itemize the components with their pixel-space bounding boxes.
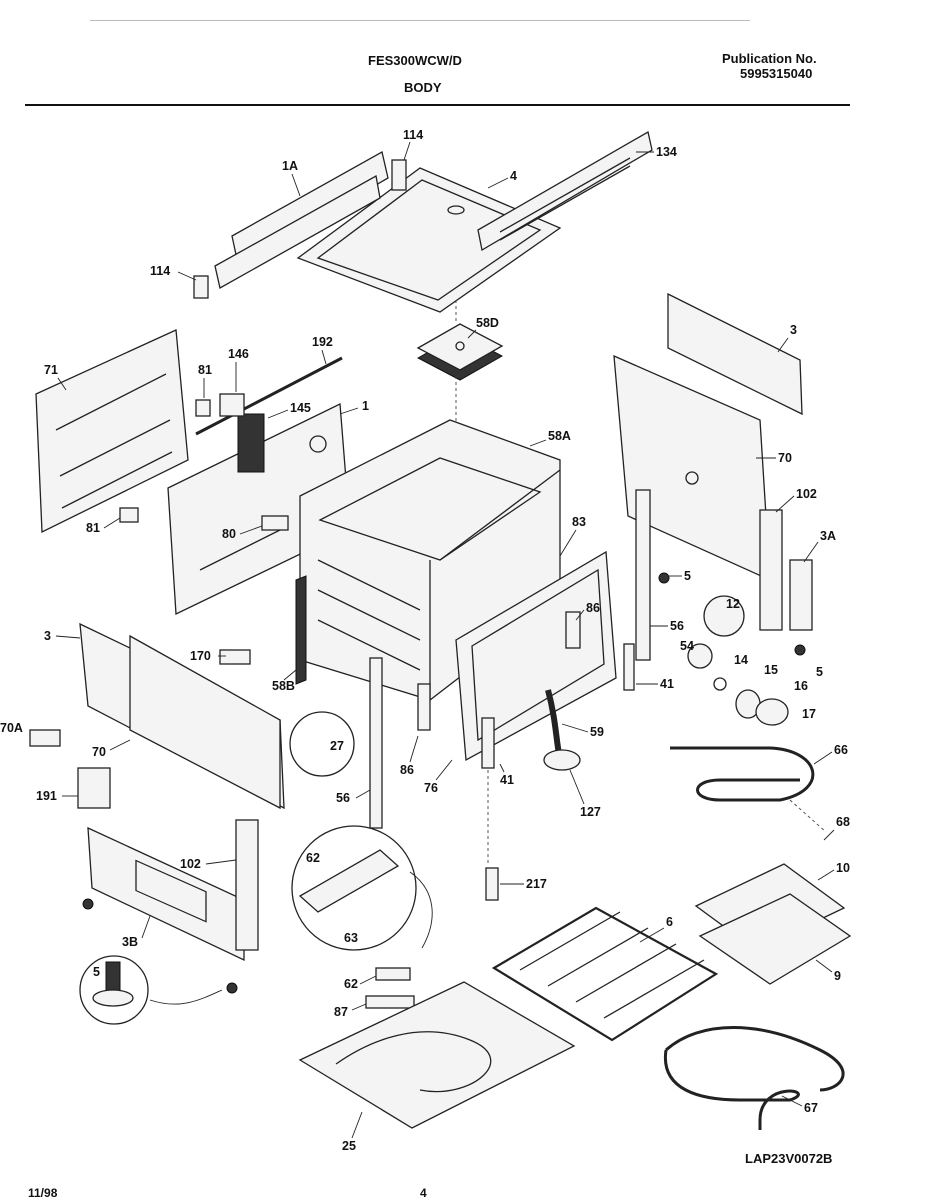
callout-102a: 102 bbox=[796, 487, 817, 501]
callout-5c: 5 bbox=[93, 965, 100, 979]
callout-25: 25 bbox=[342, 1139, 356, 1150]
bracket-80-part bbox=[261, 515, 289, 531]
callout-41a: 41 bbox=[660, 677, 674, 691]
bracket-81-part bbox=[195, 399, 211, 417]
footer-date: 11/98 bbox=[28, 1186, 58, 1200]
callout-127: 127 bbox=[580, 805, 601, 819]
callout-labels: 114 1A 4 134 114 58D 71 81 146 192 145 1… bbox=[0, 128, 850, 1150]
callout-114a: 114 bbox=[403, 128, 423, 142]
callout-70A: 70A bbox=[0, 721, 23, 735]
bracket-102-part bbox=[759, 509, 783, 631]
callout-58A: 58A bbox=[548, 429, 571, 443]
section-title: BODY bbox=[404, 80, 442, 95]
header-faint-line bbox=[90, 20, 750, 21]
back-bracket-part bbox=[193, 151, 407, 299]
plate-70A-part bbox=[29, 729, 61, 747]
callout-62a: 62 bbox=[306, 851, 320, 865]
callout-145: 145 bbox=[290, 401, 311, 415]
bottom-panel-part bbox=[298, 981, 576, 1129]
back-panel-part bbox=[167, 402, 351, 616]
detail-circle-leveler bbox=[79, 955, 149, 1025]
callout-80: 80 bbox=[222, 527, 236, 541]
publication-label: Publication No. bbox=[722, 51, 817, 66]
callout-56b: 56 bbox=[336, 791, 350, 805]
callout-192: 192 bbox=[312, 335, 333, 349]
callout-134: 134 bbox=[656, 145, 677, 159]
front-frame-part bbox=[455, 550, 617, 762]
callout-6: 6 bbox=[666, 915, 673, 929]
callout-71: 71 bbox=[44, 363, 58, 377]
insulation-block-part bbox=[416, 323, 504, 381]
bracket-81b-part bbox=[119, 507, 139, 523]
callout-27: 27 bbox=[330, 739, 344, 753]
callout-12: 12 bbox=[726, 597, 740, 611]
detail-circle-62 bbox=[291, 825, 417, 951]
page-number: 4 bbox=[420, 1186, 427, 1200]
callout-5b: 5 bbox=[816, 665, 823, 679]
broiler-pan-part bbox=[698, 893, 852, 985]
callout-217: 217 bbox=[526, 877, 547, 891]
callout-70b: 70 bbox=[92, 745, 106, 759]
callout-59: 59 bbox=[590, 725, 604, 739]
light-assembly-part bbox=[687, 595, 789, 726]
callout-10: 10 bbox=[836, 861, 850, 875]
bracket-146-part bbox=[219, 393, 245, 417]
rear-vent-part bbox=[477, 130, 653, 252]
callout-3b: 3 bbox=[44, 629, 51, 643]
callout-66: 66 bbox=[834, 743, 848, 757]
callout-114b: 114 bbox=[150, 264, 170, 278]
callout-102b: 102 bbox=[180, 857, 201, 871]
screw-5b-part bbox=[794, 644, 806, 656]
callout-17: 17 bbox=[802, 707, 816, 721]
callout-67: 67 bbox=[804, 1101, 818, 1115]
callout-63: 63 bbox=[344, 931, 358, 945]
detail-circle-27 bbox=[289, 711, 355, 777]
callout-81b: 81 bbox=[86, 521, 100, 535]
header-rule bbox=[25, 104, 850, 106]
block-62-part bbox=[375, 967, 411, 981]
lower-front-panel-part bbox=[79, 622, 285, 810]
oven-rack-part bbox=[491, 906, 719, 1042]
callout-1A: 1A bbox=[282, 159, 298, 173]
strip-56-part bbox=[635, 489, 651, 661]
model-number: FES300WCW/D bbox=[368, 53, 462, 68]
screw-5a-part bbox=[658, 572, 670, 584]
callout-3B: 3B bbox=[122, 935, 138, 949]
callout-86a: 86 bbox=[586, 601, 600, 615]
plate-87-part bbox=[365, 995, 415, 1009]
bracket-3A-part bbox=[789, 559, 813, 631]
callout-58B: 58B bbox=[272, 679, 295, 693]
callout-1: 1 bbox=[362, 399, 369, 413]
callout-83: 83 bbox=[572, 515, 586, 529]
callout-62b: 62 bbox=[344, 977, 358, 991]
callout-56a: 56 bbox=[670, 619, 684, 633]
callout-170: 170 bbox=[190, 649, 211, 663]
left-side-panel-part bbox=[35, 329, 189, 534]
callout-81a: 81 bbox=[198, 363, 212, 377]
callout-4: 4 bbox=[510, 169, 517, 183]
publication-number: 5995315040 bbox=[740, 66, 813, 81]
callout-5a: 5 bbox=[684, 569, 691, 583]
callout-68: 68 bbox=[836, 815, 850, 829]
callout-87: 87 bbox=[334, 1005, 348, 1019]
callout-76: 76 bbox=[424, 781, 438, 795]
callout-16: 16 bbox=[794, 679, 808, 693]
callout-3A: 3A bbox=[820, 529, 836, 543]
callout-9: 9 bbox=[834, 969, 841, 983]
exploded-parts-diagram: 114 1A 4 134 114 58D 71 81 146 192 145 1… bbox=[0, 128, 852, 1150]
callout-191: 191 bbox=[36, 789, 57, 803]
callout-86b: 86 bbox=[400, 763, 414, 777]
callout-41b: 41 bbox=[500, 773, 514, 787]
callout-15: 15 bbox=[764, 663, 778, 677]
strip-56b-part bbox=[369, 657, 383, 829]
callout-70a: 70 bbox=[778, 451, 792, 465]
clip-170-part bbox=[219, 649, 251, 665]
drawing-id: LAP23V0072B bbox=[745, 1151, 833, 1166]
bottom-front-panel-part bbox=[77, 767, 259, 962]
callout-54: 54 bbox=[680, 639, 694, 653]
callout-146: 146 bbox=[228, 347, 249, 361]
callout-14: 14 bbox=[734, 653, 748, 667]
callout-58D: 58D bbox=[476, 316, 499, 330]
callout-3a: 3 bbox=[790, 323, 797, 337]
